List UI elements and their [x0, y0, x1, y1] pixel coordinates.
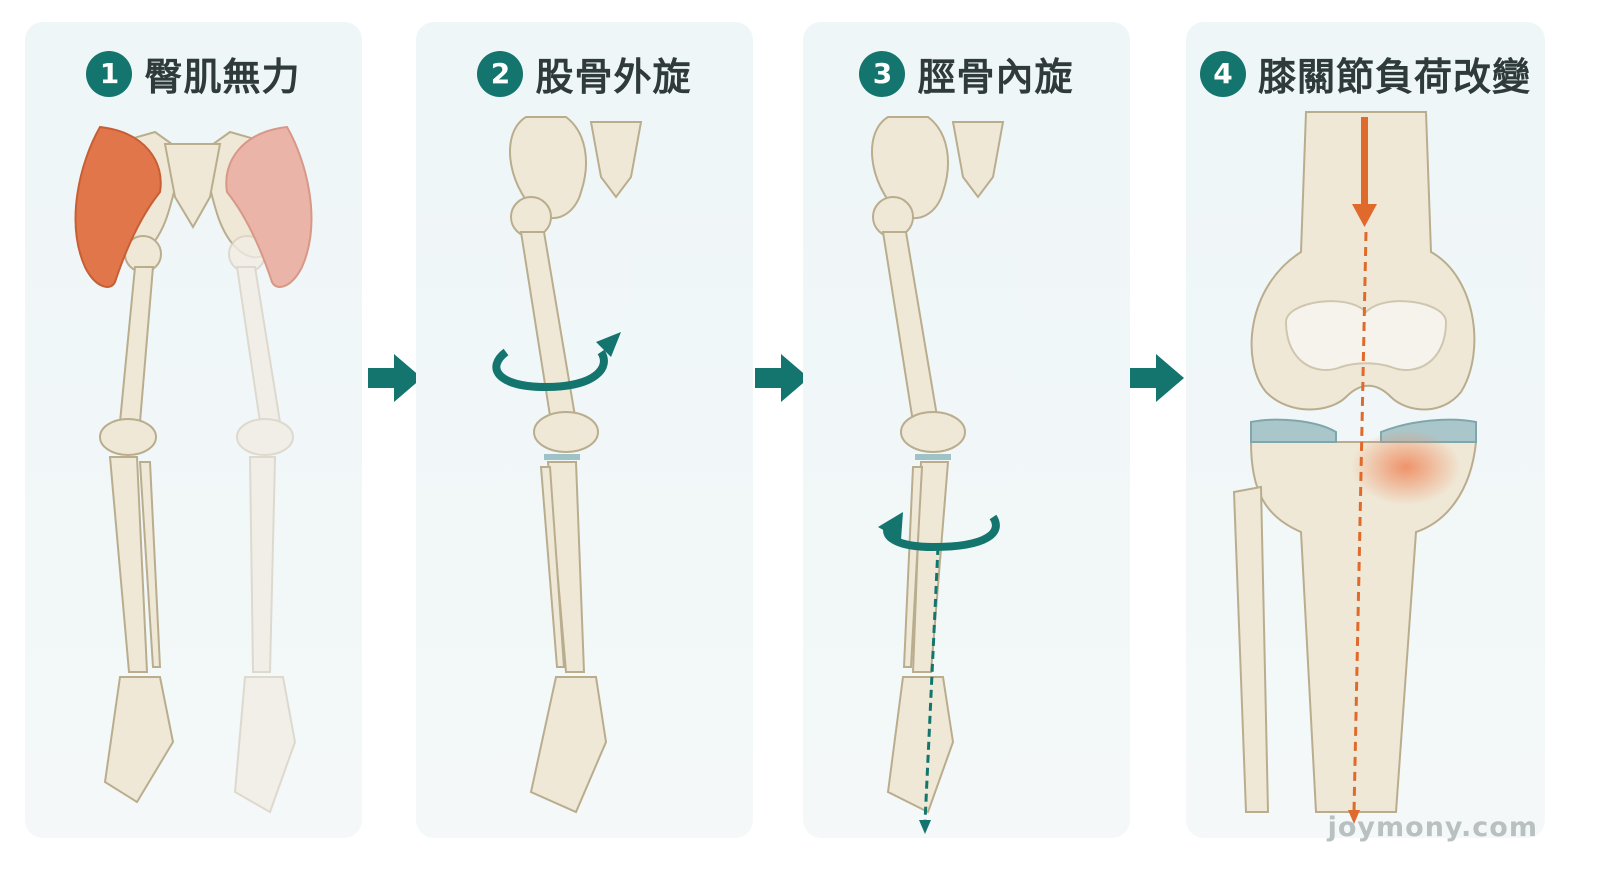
step-number-badge: 3	[859, 50, 906, 97]
femur	[519, 231, 578, 423]
femur-rotation-illustration	[492, 116, 643, 814]
external-rotation-arrow-icon	[492, 332, 621, 392]
step-panel-femur-external-rotation: 2 股骨外旋	[416, 22, 753, 838]
fibula	[539, 466, 566, 668]
meniscus-medial	[1250, 418, 1337, 443]
step-title: 脛骨內旋	[917, 55, 1074, 99]
knee-cartilage	[915, 454, 951, 460]
knee-cartilage	[544, 454, 580, 460]
flow-arrow-icon	[368, 354, 422, 402]
pelvis	[509, 116, 587, 219]
step-title: 臀肌無力	[144, 55, 301, 99]
femoral-condyles	[1284, 300, 1448, 371]
foot	[886, 676, 955, 814]
tibial-axis-dashed-line	[919, 546, 940, 834]
flow-arrow-icon	[1130, 354, 1184, 402]
foot	[529, 676, 608, 814]
knee-joint-illustration	[1232, 111, 1478, 824]
femur	[881, 231, 940, 423]
flow-arrow-icon	[755, 354, 809, 402]
step-number-badge: 4	[1199, 50, 1246, 97]
femur-right	[235, 266, 282, 423]
watermark: joymony.com	[1327, 812, 1538, 843]
step-panel-knee-load-change: 4 膝關節負荷改變	[1186, 22, 1545, 838]
foot-left	[103, 676, 175, 804]
step-number-badge: 1	[86, 50, 133, 97]
gluteal-weakness-illustration	[74, 125, 313, 814]
sacrum	[163, 143, 222, 229]
sacrum	[951, 121, 1005, 199]
tibia-right	[248, 456, 277, 673]
fibula-left	[138, 461, 162, 668]
internal-rotation-arrow-icon	[878, 512, 1000, 552]
fibula	[902, 466, 924, 668]
pelvis	[871, 116, 949, 219]
step-header: 3 脛骨內旋	[803, 46, 1130, 101]
tibia-left	[108, 456, 149, 673]
step-header: 2 股骨外旋	[416, 46, 753, 101]
load-line-dashed	[1348, 231, 1368, 824]
step-header: 4 膝關節負荷改變	[1186, 46, 1545, 101]
fibula	[1232, 485, 1270, 813]
load-arrow-icon	[1352, 117, 1377, 227]
stress-concentration-area	[1351, 429, 1461, 505]
step-title: 股骨外旋	[535, 55, 692, 99]
tibia-rotation-illustration	[871, 116, 1005, 834]
knee	[900, 411, 966, 453]
weak-gluteus-muscle	[74, 125, 162, 288]
step-panel-tibia-internal-rotation: 3 脛骨內旋	[803, 22, 1130, 838]
step-panel-gluteal-weakness: 1 臀肌無力	[25, 22, 362, 838]
step-header: 1 臀肌無力	[25, 46, 362, 101]
femur-left	[118, 266, 155, 423]
step-number-badge: 2	[477, 50, 524, 97]
foot-right	[233, 676, 297, 814]
tibia	[1249, 441, 1478, 813]
tibia	[911, 461, 950, 673]
normal-gluteus-muscle	[225, 125, 313, 288]
knee	[533, 411, 599, 453]
knee-left	[99, 418, 157, 456]
sacrum	[589, 121, 643, 199]
step-title: 膝關節負荷改變	[1257, 55, 1531, 99]
